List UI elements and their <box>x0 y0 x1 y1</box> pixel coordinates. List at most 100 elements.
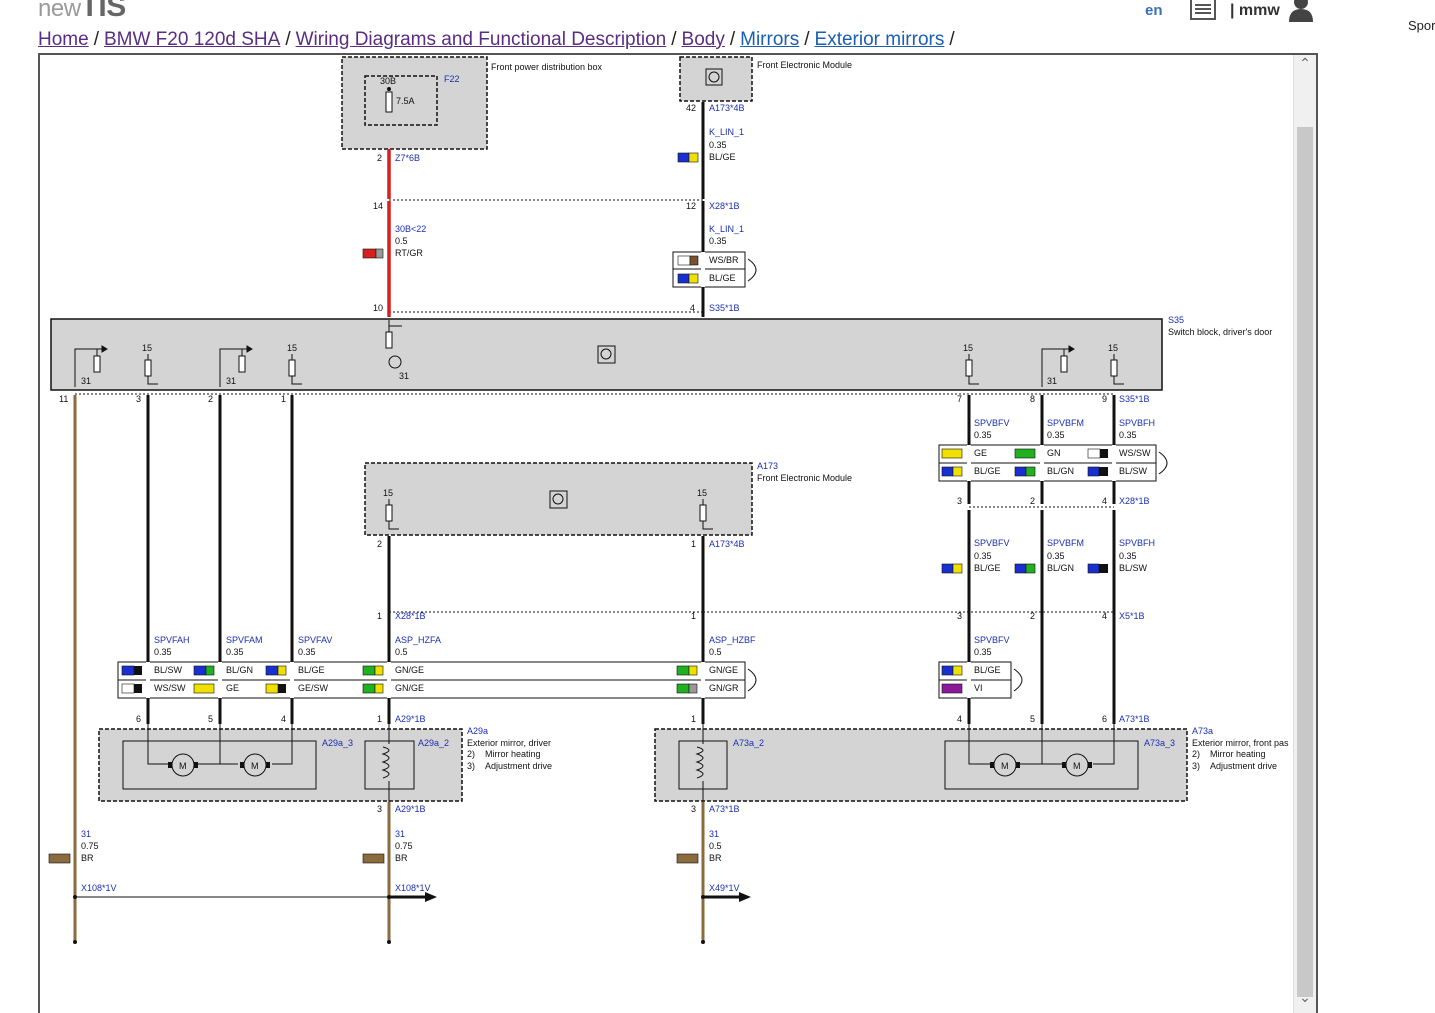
lw-size: 0.5 <box>709 647 722 657</box>
a73-sub2: A73a_2 <box>733 738 764 748</box>
a73-pin: 6 <box>1102 714 1107 724</box>
s35-bottom-pin: 7 <box>957 394 962 404</box>
f22-pin: 2 <box>377 153 382 163</box>
rw-c2: BL/GN <box>1047 466 1074 476</box>
breadcrumb-body[interactable]: Body <box>681 29 725 50</box>
rw2-name: SPVBFH <box>1119 538 1155 548</box>
a73-desc: Exterior mirror, front pas <box>1192 738 1289 748</box>
a29-id: A29a <box>467 726 488 736</box>
a173-top-module[interactable] <box>679 56 753 102</box>
s35-gnd-label: 31 <box>226 376 236 386</box>
lw-size: 0.5 <box>395 647 408 657</box>
s35-v15-label: 15 <box>963 343 973 353</box>
breadcrumb-separator: / <box>671 29 677 50</box>
gw-color: BR <box>709 853 722 863</box>
rw2-color: BL/SW <box>1119 563 1148 573</box>
lw-name: ASP_HZBF <box>709 635 756 645</box>
x28-top-pin-right: 12 <box>686 201 696 211</box>
a29-pin: 6 <box>136 714 141 724</box>
lw-c2: VI <box>974 683 983 693</box>
lw-name: SPVFAM <box>226 635 263 645</box>
scroll-thumb[interactable] <box>1297 127 1313 997</box>
motor-label: M <box>1073 761 1081 771</box>
lw-size: 0.35 <box>298 647 316 657</box>
a173-mid-desc: Front Electronic Module <box>757 473 852 483</box>
rw2-size: 0.35 <box>1119 551 1137 561</box>
control-unit-icon <box>705 68 723 86</box>
a173-mid-module[interactable] <box>364 462 753 536</box>
lw-c1: BL/GN <box>226 665 253 675</box>
f22-module[interactable] <box>341 56 488 150</box>
a173-mid-pin-left: 2 <box>377 539 382 549</box>
rw-c1: WS/SW <box>1119 448 1151 458</box>
breadcrumb-exterior-mirrors[interactable]: Exterior mirrors <box>814 29 945 50</box>
vertical-scrollbar[interactable]: ⌃ ⌄ <box>1293 55 1316 1013</box>
wire-30b-color: RT/GR <box>395 248 423 258</box>
a173-mid-conn: A173*4B <box>709 539 745 549</box>
a29-conn-bot: A29*1B <box>395 804 426 814</box>
rw-size: 0.35 <box>1119 430 1137 440</box>
wire-30b-name: 30B<22 <box>395 224 426 234</box>
wiring-diagram[interactable]: 30B 7.5A F22 Front power distribution bo… <box>40 55 1296 1013</box>
f22-conn: Z7*6B <box>395 153 420 163</box>
lw-size: 0.35 <box>226 647 244 657</box>
lw-name: SPVFAV <box>298 635 332 645</box>
user-icon[interactable] <box>1288 0 1314 22</box>
a173-mid-v15: 15 <box>383 488 393 498</box>
lw-size: 0.35 <box>154 647 172 657</box>
x28-right-conn: X28*1B <box>1119 496 1150 506</box>
a73-n3: 3) <box>1192 761 1200 771</box>
s35-bottom-conn: S35*1B <box>1119 394 1150 404</box>
x28-right-pin: 3 <box>957 496 962 506</box>
rw-size: 0.35 <box>974 430 992 440</box>
a173-top-conn: A173*4B <box>709 103 745 113</box>
a73-pin: 5 <box>1030 714 1035 724</box>
s35-switch-block[interactable] <box>50 318 1163 391</box>
list-menu-icon[interactable] <box>1190 0 1216 20</box>
x28-right-pin: 2 <box>1030 496 1035 506</box>
app-logo[interactable]: newTIS <box>38 0 126 24</box>
lin2-size: 0.35 <box>709 236 727 246</box>
logo-big: TIS <box>80 0 127 23</box>
rw-name: SPVBFH <box>1119 418 1155 428</box>
breadcrumb-mirrors[interactable]: Mirrors <box>740 29 800 50</box>
rw-size: 0.35 <box>1047 430 1065 440</box>
f22-fuse-value: 7.5A <box>396 96 415 106</box>
a173-mid-v15: 15 <box>697 488 707 498</box>
a29a-module[interactable] <box>98 728 463 802</box>
breadcrumb-separator: / <box>804 29 810 50</box>
gw-conn: X108*1V <box>395 883 431 893</box>
a173-mid-id: A173 <box>757 461 778 471</box>
scroll-down-icon[interactable]: ⌄ <box>1299 989 1311 1005</box>
rw2-size: 0.35 <box>974 551 992 561</box>
lw-c1: BL/GE <box>974 665 1001 675</box>
lw-c1: GN/GE <box>395 665 424 675</box>
rw2-color: BL/GN <box>1047 563 1074 573</box>
gw-name: 31 <box>81 829 91 839</box>
motor-label: M <box>179 761 187 771</box>
s35-v15-label: 15 <box>142 343 152 353</box>
breadcrumb-wiring[interactable]: Wiring Diagrams and Functional Descripti… <box>295 29 667 50</box>
gw-conn: X108*1V <box>81 883 117 893</box>
x28-mid-pin-right: 1 <box>691 611 696 621</box>
s35-bottom-pin: 3 <box>136 394 141 404</box>
s35-conn-top: S35*1B <box>709 303 740 313</box>
a73-l2: Mirror heating <box>1210 749 1266 759</box>
user-name[interactable]: | mmw <box>1230 2 1280 19</box>
rw2-color: BL/GE <box>974 563 1001 573</box>
s35-bottom-pin: 11 <box>59 394 68 404</box>
diagram-viewer[interactable]: 30B 7.5A F22 Front power distribution bo… <box>38 53 1318 1013</box>
f22-inner <box>364 75 438 126</box>
lw-c2: WS/SW <box>154 683 186 693</box>
s35-pin-top-right: 4 <box>690 303 695 313</box>
logo-small: new <box>38 0 81 22</box>
breadcrumb-home[interactable]: Home <box>38 29 89 50</box>
s35-bottom-pin: 9 <box>1102 394 1107 404</box>
breadcrumb-separator: / <box>729 29 736 50</box>
scroll-up-icon[interactable]: ⌃ <box>1299 55 1311 71</box>
breadcrumb-vehicle[interactable]: BMW F20 120d SHA <box>103 29 281 50</box>
language-selector[interactable]: en <box>1145 2 1163 19</box>
a73-id: A73a <box>1192 726 1213 736</box>
a173-top-pin: 42 <box>686 103 696 113</box>
s35-gnd-label: 31 <box>81 376 91 386</box>
